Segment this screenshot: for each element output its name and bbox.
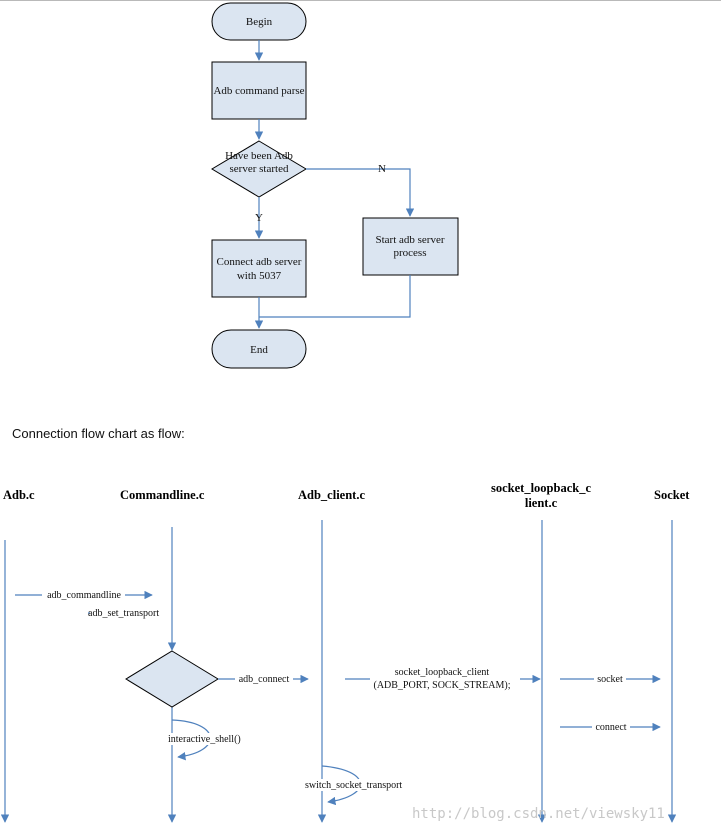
flowchart: Begin Adb command parse Have been Adb se… bbox=[211, 2, 459, 369]
parse-label: Adb command parse bbox=[213, 85, 304, 97]
watermark-text: http://blog.csdn.net/viewsky11 bbox=[412, 806, 665, 822]
header-adb-c: Adb.c bbox=[3, 488, 35, 502]
connect-node: Connect adb server with 5037 bbox=[211, 239, 307, 298]
begin-label: Begin bbox=[246, 16, 273, 28]
message-socket: socket bbox=[597, 674, 623, 685]
top-rule bbox=[0, 0, 721, 1]
no-label: N bbox=[378, 163, 386, 175]
sequence-decision-diamond bbox=[125, 650, 219, 708]
connect-label-line1: Connect adb server bbox=[217, 256, 302, 268]
header-socket-loopback-line1: socket_loopback_c bbox=[491, 481, 591, 495]
message-switch-socket-transport: switch_socket_transport bbox=[305, 780, 402, 791]
sequence-diagram: Adb.c Commandline.c Adb_client.c socket_… bbox=[0, 481, 690, 823]
message-adb-commandline: adb_commandline bbox=[47, 590, 121, 601]
yes-label: Y bbox=[255, 212, 263, 224]
decision-node: Have been Adb server started bbox=[211, 140, 307, 198]
decision-label-line1: Have been Adb bbox=[225, 150, 293, 162]
decision-label-line2: server started bbox=[230, 163, 289, 175]
message-socket-loopback-client-line1: socket_loopback_client bbox=[395, 667, 490, 678]
end-node: End bbox=[211, 329, 307, 369]
message-adb-connect: adb_connect bbox=[239, 674, 290, 685]
message-adb-set-transport: adb_set_transport bbox=[88, 608, 159, 619]
header-socket: Socket bbox=[654, 488, 690, 502]
start-label-line2: process bbox=[394, 247, 427, 259]
connect-label-line2: with 5037 bbox=[237, 270, 282, 282]
begin-node: Begin bbox=[211, 2, 307, 41]
end-label: End bbox=[250, 344, 268, 356]
start-server-node: Start adb server process bbox=[362, 217, 459, 276]
caption-text: Connection flow chart as flow: bbox=[12, 426, 185, 441]
header-socket-loopback-line2: lient.c bbox=[525, 496, 558, 510]
message-connect: connect bbox=[595, 722, 626, 733]
message-socket-loopback-client-line2: (ADB_PORT, SOCK_STREAM); bbox=[373, 680, 510, 691]
header-adb-client-c: Adb_client.c bbox=[298, 488, 365, 502]
header-commandline-c: Commandline.c bbox=[120, 488, 205, 502]
parse-node: Adb command parse bbox=[211, 61, 307, 120]
message-interactive-shell: interactive_shell() bbox=[168, 734, 241, 745]
start-label-line1: Start adb server bbox=[375, 234, 444, 246]
line-start-merge bbox=[259, 275, 411, 318]
arrow-decision-no bbox=[306, 168, 415, 217]
